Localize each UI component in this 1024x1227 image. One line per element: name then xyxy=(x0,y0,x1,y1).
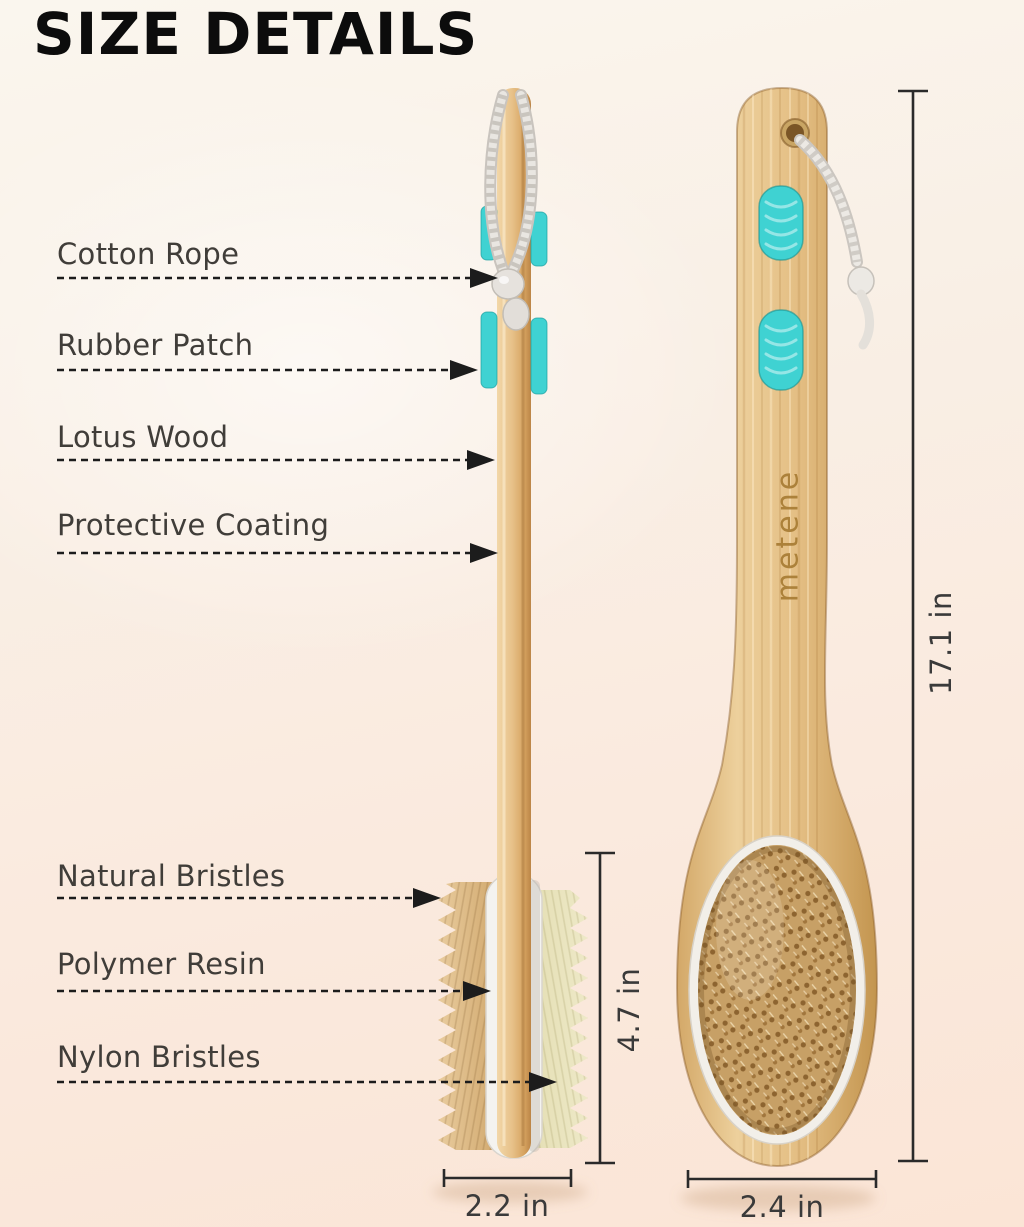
callout-label-cotton-rope: Cotton Rope xyxy=(57,237,240,271)
dimension-line-head-height xyxy=(585,851,615,1165)
callout-label-natural-bristles: Natural Bristles xyxy=(57,859,286,893)
callout-label-polymer-resin: Polymer Resin xyxy=(57,947,266,981)
dimension-line-head-depth xyxy=(442,1169,573,1187)
bristle-field xyxy=(698,845,856,1135)
callout-label-rubber-patch: Rubber Patch xyxy=(57,328,254,362)
brush-front-view xyxy=(675,86,879,1168)
brand-logo-text: metene xyxy=(770,468,806,603)
rubber-patch-front xyxy=(758,185,804,391)
callout-arrows xyxy=(57,276,531,1084)
callout-arrowheads xyxy=(413,268,557,1092)
measurement-total-length: 17.1 in xyxy=(924,591,958,695)
measurement-head-depth: 2.2 in xyxy=(464,1189,550,1223)
rubber-patch-side xyxy=(480,205,548,395)
callout-label-protective-coating: Protective Coating xyxy=(57,508,330,542)
dimension-line-total-length xyxy=(898,89,928,1163)
cotton-rope-front xyxy=(794,134,875,350)
floor-shadows xyxy=(432,1181,876,1211)
cotton-rope-side xyxy=(484,89,538,331)
measurement-head-height: 4.7 in xyxy=(612,967,646,1053)
brush-side-view xyxy=(438,88,588,1159)
callout-label-nylon-bristles: Nylon Bristles xyxy=(57,1040,261,1074)
dimension-line-head-width xyxy=(686,1170,878,1188)
measurement-head-width: 2.4 in xyxy=(739,1190,825,1224)
callout-label-lotus-wood: Lotus Wood xyxy=(57,420,229,454)
dimension-lines xyxy=(442,89,928,1188)
page-title: SIZE DETAILS xyxy=(33,0,479,68)
